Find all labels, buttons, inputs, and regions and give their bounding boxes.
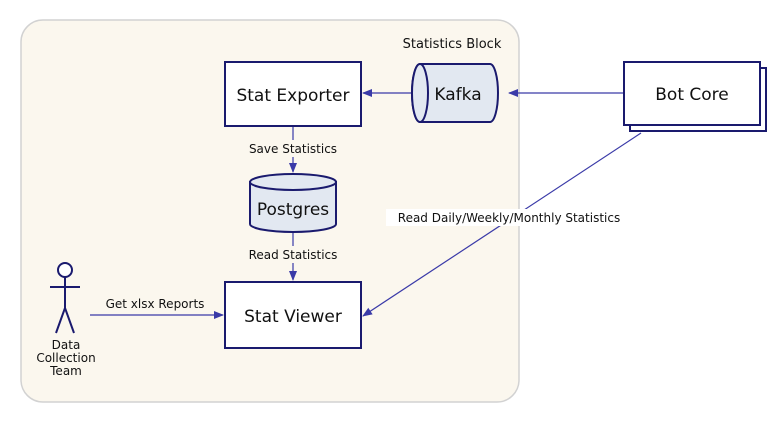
stat-exporter-node[interactable] — [224, 61, 362, 127]
stat-exporter-label: Stat Exporter — [236, 86, 349, 106]
bot-core-label: Bot Core — [655, 85, 728, 105]
kafka-queue-node[interactable] — [411, 63, 499, 123]
postgres-label: Postgres — [257, 200, 329, 220]
edge-label-read-statistics: Read Statistics — [249, 248, 338, 262]
statistics-block-label: Statistics Block — [403, 37, 502, 52]
actor-label-line1: Data — [52, 338, 81, 352]
read-label-bg — [242, 246, 344, 263]
edge-label-save-statistics: Save Statistics — [249, 142, 337, 156]
actor-label-line3: Team — [49, 364, 82, 378]
bot-core-node[interactable] — [623, 61, 767, 132]
postgres-db-node[interactable] — [249, 173, 337, 233]
edge-label-get-xlsx-reports: Get xlsx Reports — [106, 297, 205, 311]
kafka-label: Kafka — [434, 85, 481, 105]
actor-label-line2: Collection — [36, 351, 95, 365]
daily-label-bg — [386, 209, 632, 226]
save-label-bg — [244, 140, 342, 157]
data-collection-team-actor[interactable] — [50, 262, 80, 334]
stat-viewer-label: Stat Viewer — [244, 307, 342, 327]
stat-viewer-node[interactable] — [224, 281, 362, 349]
edge-label-read-daily-weekly-monthly: Read Daily/Weekly/Monthly Statistics — [398, 211, 620, 225]
